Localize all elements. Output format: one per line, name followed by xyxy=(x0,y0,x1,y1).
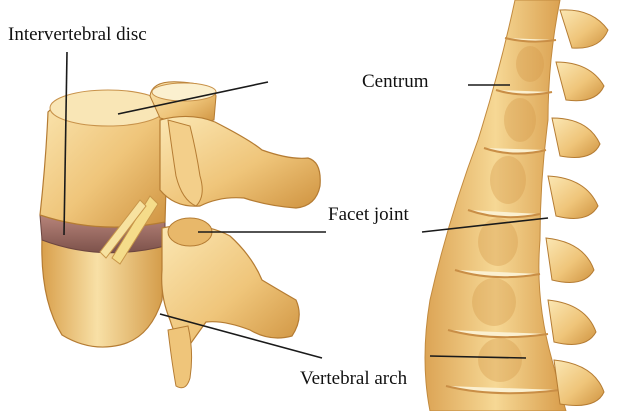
label-facet-joint: Facet joint xyxy=(328,204,409,225)
spinal-column-illustration xyxy=(425,0,608,411)
lower-spinous-process xyxy=(168,326,192,388)
label-vertebral-arch: Vertebral arch xyxy=(300,368,408,389)
vertebra-pair-illustration xyxy=(40,82,320,388)
label-intervertebral-disc: Intervertebral disc xyxy=(8,24,147,45)
label-centrum: Centrum xyxy=(362,71,429,92)
posterior-processes xyxy=(546,10,608,406)
